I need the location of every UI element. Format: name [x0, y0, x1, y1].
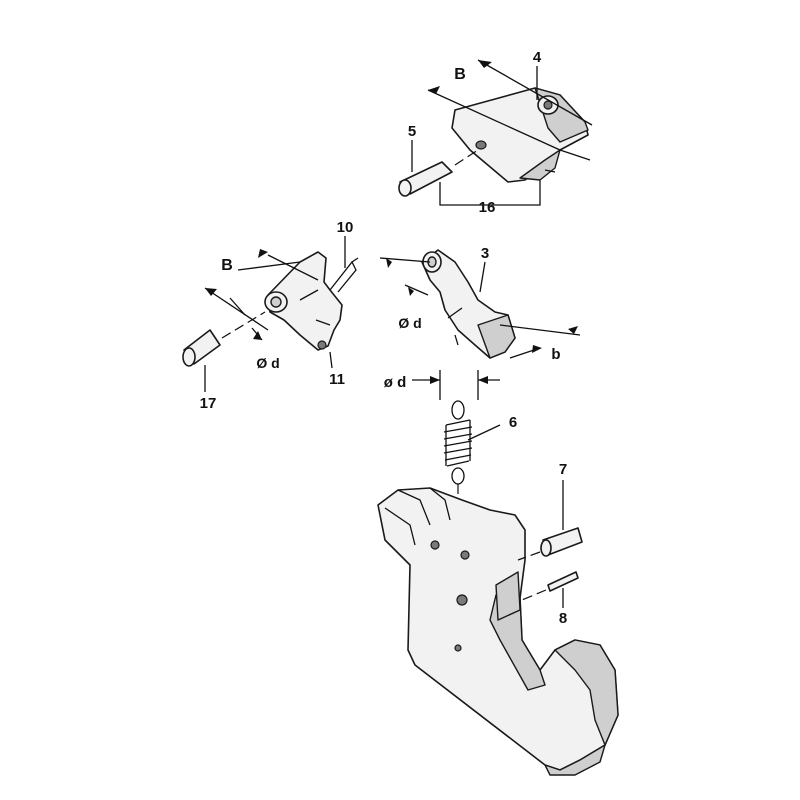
hook-body [377, 487, 619, 776]
label-part-11: 11 [329, 371, 345, 388]
dimension-d-mid [379, 257, 431, 296]
label-part-17: 17 [200, 395, 217, 412]
label-part-7: 7 [559, 461, 567, 478]
label-dimension-b-small: b [551, 346, 560, 363]
label-dimension-d-mid: Ø d [398, 315, 421, 331]
label-dimension-d-spring: ø d [384, 374, 407, 391]
part-5-pin [398, 149, 479, 197]
part-4-latch-housing [451, 87, 591, 183]
label-dimension-b-top: B [454, 66, 466, 83]
label-part-5: 5 [408, 123, 416, 140]
part-17-roll-pin [182, 311, 266, 367]
label-part-3: 3 [481, 245, 489, 262]
label-part-6: 6 [509, 414, 517, 431]
part-11-lever [264, 251, 343, 351]
dimension-b-right [499, 324, 581, 359]
dimension-d-left [229, 297, 263, 341]
label-dimension-b-left: B [221, 257, 233, 274]
dimension-b-top [427, 59, 593, 151]
label-part-4: 4 [533, 49, 542, 66]
label-dimension-d-left: Ø d [256, 355, 279, 371]
leader-lines [204, 66, 564, 608]
label-part-8: 8 [559, 610, 567, 627]
part-7-pin [517, 527, 583, 561]
part-10-clip [329, 257, 359, 293]
part-3-hook-latch [421, 249, 516, 359]
dimension-b-left [204, 249, 319, 331]
label-part-10: 10 [337, 219, 354, 236]
dimension-d-spring [412, 370, 500, 400]
part-16-bracket [439, 180, 541, 206]
label-part-16: 16 [479, 199, 496, 216]
part-8-small-pin [521, 571, 579, 601]
